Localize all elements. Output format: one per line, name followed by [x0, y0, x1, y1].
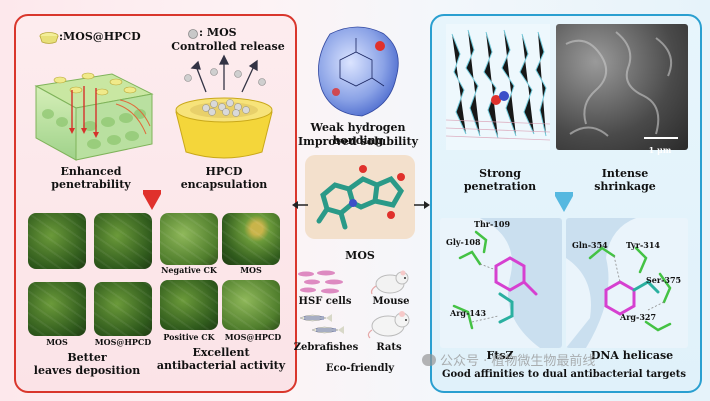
negative-ck-label: Negative CK	[161, 265, 217, 275]
intense-shrinkage-label: Intense shrinkage	[594, 167, 656, 193]
ftsz-residue-3: Arg-143	[450, 308, 487, 318]
leaf-tissue-illustration	[34, 72, 154, 161]
helicase-docking-panel	[566, 218, 688, 348]
mos-label-top: MOS	[240, 265, 262, 275]
helicase-residue-2: Tyr-314	[626, 240, 660, 250]
ftsz-docking-panel	[440, 218, 562, 348]
sem-micrograph	[556, 24, 688, 150]
leaf-photo-1	[28, 213, 86, 269]
better-leaves-deposition-label: Better leaves deposition	[33, 351, 141, 377]
improved-solubility-label: Improved solubility	[298, 135, 418, 148]
helicase-title: DNA helicase	[590, 349, 674, 362]
mos-marker-icon	[188, 29, 198, 39]
mos-center-label: MOS	[345, 249, 375, 262]
ftsz-residue-2: Gly-108	[446, 237, 481, 247]
blue-down-arrow-icon	[555, 192, 573, 212]
leaf-photo-mos-hpcd	[222, 280, 280, 330]
wechat-icon	[422, 354, 436, 366]
mos-molecule-illustration	[316, 165, 405, 230]
mos-label-bottom: MOS	[46, 337, 68, 347]
leaf-photo-3	[28, 282, 86, 336]
rat-icon	[367, 311, 410, 339]
mos-hpcd-label-right: MOS@HPCD	[224, 332, 282, 342]
red-down-arrow-icon	[143, 190, 161, 210]
mouse-label: Mouse	[372, 296, 410, 307]
helicase-residue-3: Ser-375	[646, 275, 682, 285]
helicase-residue-1: Gln-354	[572, 240, 608, 250]
leaf-photo-mos	[222, 213, 280, 265]
enhanced-penetrability-label: Enhanced penetrability	[51, 165, 131, 191]
right-arrow-icon	[414, 201, 430, 209]
hirshfeld-surface-illustration	[318, 26, 399, 117]
excellent-antibacterial-activity-label: Excellent antibacterial activity	[156, 346, 286, 372]
leaf-photo-positive-ck	[160, 280, 218, 330]
positive-ck-label: Positive CK	[163, 332, 215, 342]
good-affinities-label: Good affinities to dual antibacterial ta…	[441, 369, 687, 380]
leaf-photo-4	[94, 282, 152, 336]
eco-friendly-label: Eco-friendly	[325, 363, 395, 374]
legend-mos: : MOS	[199, 26, 237, 39]
legend-mos-hpcd: :MOS@HPCD	[59, 30, 141, 43]
ftsz-residue-1: Thr-109	[474, 219, 511, 229]
zebrafish-icon	[299, 314, 344, 334]
leaf-photo-negative-ck	[160, 213, 218, 265]
mouse-icon	[370, 270, 409, 295]
left-arrow-icon	[292, 201, 308, 209]
membrane-penetration-illustration	[446, 24, 550, 150]
helicase-docking-illustration	[566, 218, 672, 348]
weak-hydrogen-bonding-label: Weak hydrogen bonding	[310, 121, 406, 147]
ftsz-title: FtsZ	[486, 349, 514, 362]
helicase-residue-4: Arg-327	[620, 312, 657, 322]
rats-label: Rats	[376, 342, 402, 353]
strong-penetration-label: Strong penetration	[463, 167, 537, 193]
watermark-text: 公众号 · 植物微生物最前线	[440, 354, 596, 369]
controlled-release-label: Controlled release	[171, 40, 285, 53]
hsf-cells-icon	[298, 270, 343, 294]
hpcd-encapsulation-label: HPCD encapsulation	[180, 165, 268, 191]
sem-texture	[565, 31, 678, 139]
leaf-photo-2	[94, 213, 152, 269]
hpcd-cup-illustration	[175, 54, 273, 159]
mos-hpcd-marker-icon	[39, 32, 59, 44]
ftsz-docking-illustration	[452, 218, 562, 348]
zebrafishes-label: Zebrafishes	[293, 342, 359, 353]
scale-bar-label: 1 μm	[648, 145, 672, 155]
mos-hpcd-label-left: MOS@HPCD	[94, 337, 152, 347]
hsf-cells-label: HSF cells	[298, 296, 352, 307]
watermark: 公众号 · 植物微生物最前线	[422, 350, 595, 369]
